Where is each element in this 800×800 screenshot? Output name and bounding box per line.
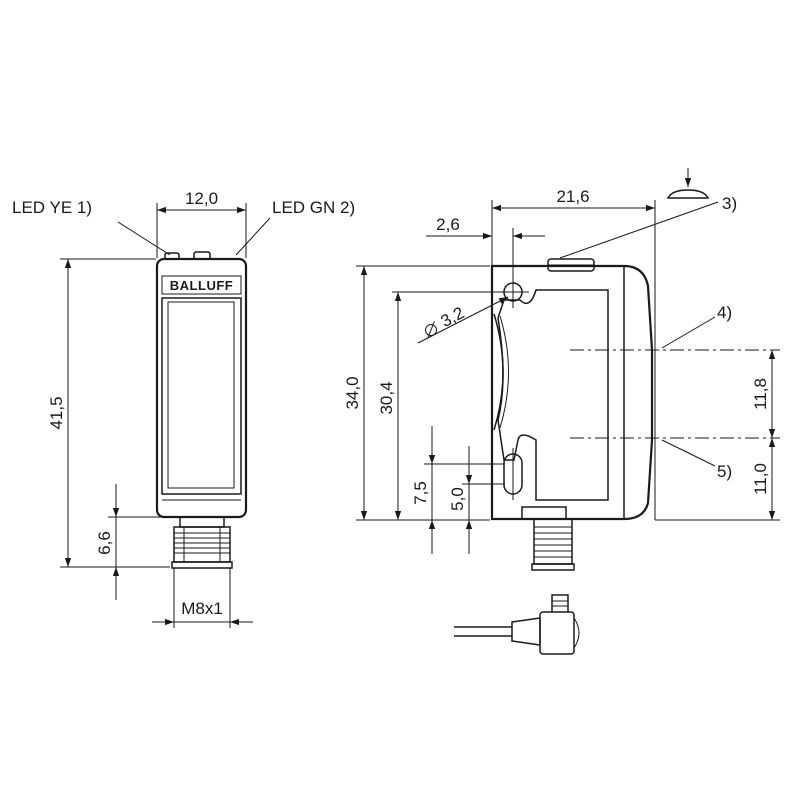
ref-4-label: 4)	[717, 303, 732, 322]
led-gn-leader	[235, 217, 271, 256]
front-window-outer	[161, 297, 242, 495]
dim-height-front: 41,5	[47, 396, 66, 429]
front-view: BALLUFF LED YE 1) LED GN 2) 12,0	[12, 189, 355, 628]
led-ye-label: LED YE 1)	[12, 198, 92, 217]
side-connector	[521, 506, 575, 571]
ref-5-label: 5)	[717, 462, 732, 481]
diameter-symbol	[425, 321, 437, 339]
led-yellow-bump	[164, 252, 180, 259]
dim-slot-offset: 5,0	[448, 487, 467, 511]
led-green-bump	[193, 251, 211, 259]
dim-width-side: 21,6	[556, 187, 589, 206]
led-ye-leader	[117, 221, 171, 256]
dim-connector-length: 6,6	[95, 531, 114, 555]
dim-hole-offset: 2,6	[436, 215, 460, 234]
logo-text: BALLUFF	[170, 278, 233, 293]
ref-3-label: 3)	[722, 194, 737, 213]
dim-axis-height: 11,0	[751, 463, 770, 495]
dim-width-front: 12,0	[185, 189, 218, 208]
front-window-inner	[167, 301, 235, 489]
dim-height-side: 34,0	[343, 376, 362, 409]
side-view: 4) 5) 3) 21,6 2,6 3,2 34,0	[343, 168, 780, 571]
led-gn-label: LED GN 2)	[272, 198, 355, 217]
side-recess	[497, 289, 609, 501]
logo-strip	[161, 275, 242, 295]
side-lens	[493, 313, 504, 431]
side-housing	[490, 264, 654, 521]
dim-optical-axis-spacing: 11,8	[751, 378, 770, 410]
pushbutton-icon	[666, 168, 710, 199]
dim-hole-spacing: 30,4	[377, 381, 396, 414]
dim-lower-offset: 7,5	[411, 481, 430, 505]
angled-cable-connector	[454, 594, 580, 655]
front-connector	[171, 516, 233, 569]
dim-thread: M8x1	[181, 599, 223, 618]
dim-hole-diameter: 3,2	[438, 303, 468, 331]
